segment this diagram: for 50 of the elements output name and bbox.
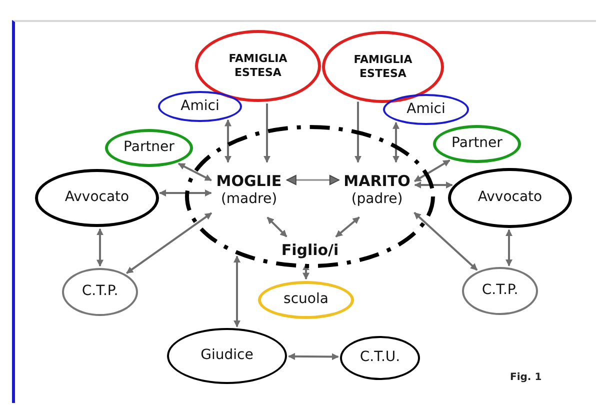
ellipse-node: [158, 91, 242, 122]
node-sublabel: (padre): [351, 190, 403, 208]
arrow: [224, 119, 232, 163]
figure-number: Fig. 1: [510, 372, 542, 383]
node-label: Figlio/i: [281, 240, 339, 260]
node-label: C.T.P.: [482, 282, 518, 300]
node-label: Giudice: [200, 347, 254, 365]
ellipse-node: [322, 31, 444, 103]
node-label: scuola: [284, 291, 328, 309]
arrow: [414, 159, 450, 182]
node-label: Avvocato: [478, 189, 542, 207]
ellipse-node: [383, 94, 469, 125]
ellipse-node: [167, 328, 287, 384]
node-label: Partner: [124, 139, 174, 157]
node-label: Avvocato: [64, 189, 130, 207]
node-label: C.T.U.: [360, 349, 400, 367]
arrow: [302, 263, 310, 280]
arrow: [414, 182, 453, 188]
arrow: [159, 190, 212, 196]
ellipse-node: [62, 268, 138, 316]
arrow: [126, 212, 212, 274]
node-label: FAMIGLIA ESTESA: [352, 53, 414, 81]
ellipse-node: [35, 169, 159, 227]
ellipse-node: [448, 168, 572, 228]
node-sublabel: (madre): [220, 190, 278, 208]
node-label: Partner: [452, 135, 502, 153]
arrow: [414, 212, 478, 271]
arrow: [354, 102, 362, 163]
arrow: [288, 352, 339, 360]
ellipse-node: [340, 336, 420, 380]
ellipse-node: [105, 129, 193, 167]
hollow-double-arrow: [286, 174, 340, 186]
arrow: [264, 104, 270, 163]
ellipse-node: [462, 267, 538, 315]
arrow: [234, 256, 240, 328]
arrow: [178, 162, 212, 182]
arrow: [335, 216, 360, 238]
node-label: MARITO: [344, 172, 410, 191]
node-label: Amici: [406, 100, 446, 118]
ellipse-node: [258, 281, 354, 319]
node-label: Amici: [180, 98, 220, 116]
ellipse-node: [433, 125, 521, 163]
arrow: [266, 216, 288, 238]
arrow: [96, 228, 104, 267]
arrow: [392, 122, 400, 163]
node-label: FAMIGLIA ESTESA: [228, 52, 288, 80]
node-label: MOGLIE: [216, 172, 282, 191]
arrow: [506, 229, 512, 266]
node-label: C.T.P.: [82, 283, 118, 301]
family-dashed-ellipse: [185, 125, 435, 268]
